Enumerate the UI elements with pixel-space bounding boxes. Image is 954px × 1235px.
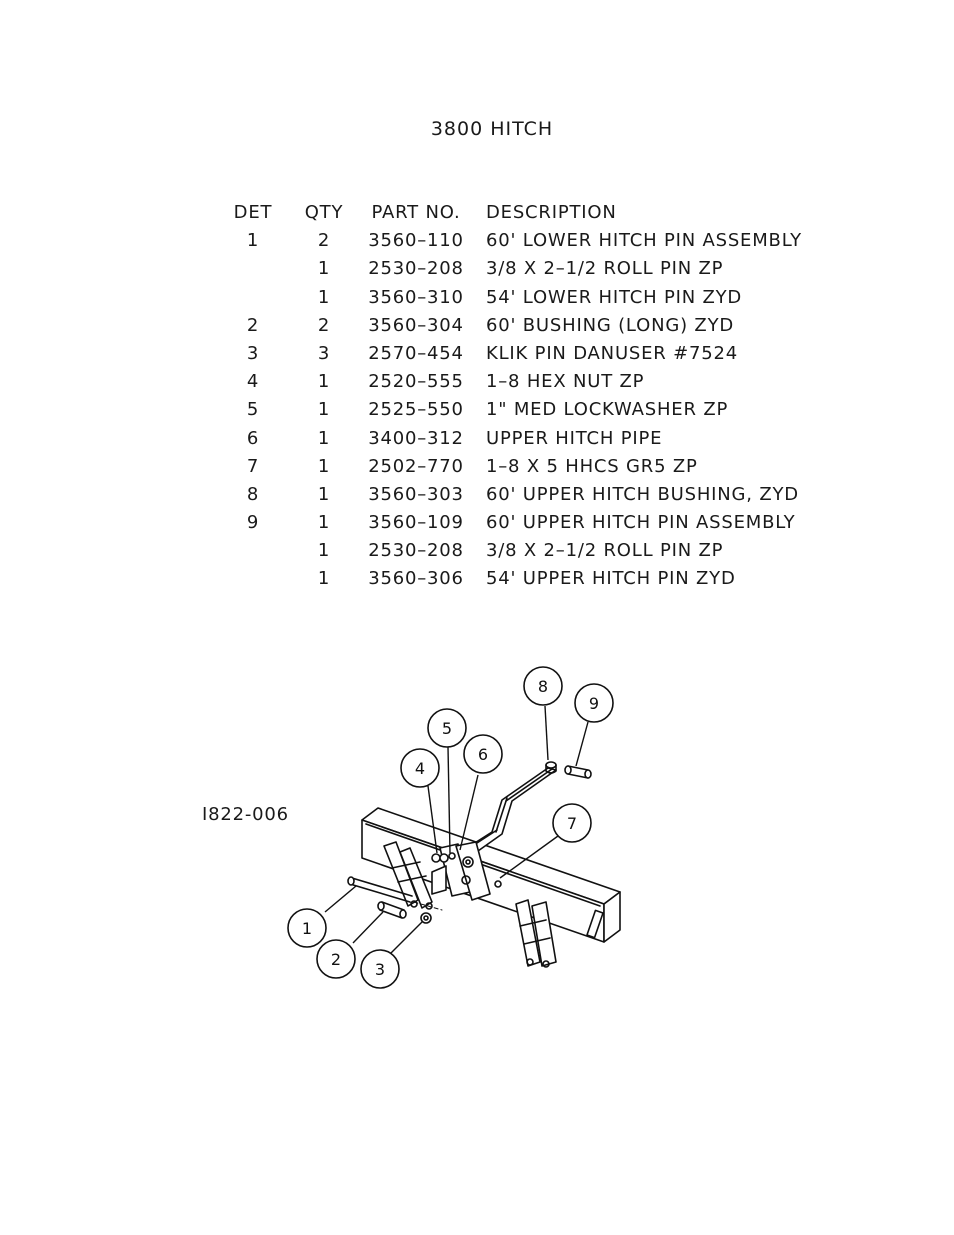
callout-7-label: 7 — [567, 814, 577, 833]
cell-qty: 2 — [317, 314, 331, 336]
left-hitch-bracket — [383, 841, 433, 910]
cell-det: 2 — [246, 314, 260, 336]
page-title: 3800 HITCH — [430, 118, 554, 140]
cell-part-no: 2570–454 — [368, 342, 464, 364]
lower-hitch-pin — [347, 876, 413, 903]
cell-det: 5 — [246, 399, 260, 421]
header-det: DET — [233, 202, 273, 223]
callout-balloons: 1 2 3 4 5 6 7 8 9 — [287, 666, 614, 989]
figure-id: I822-006 — [202, 804, 289, 825]
right-hitch-bracket — [515, 899, 557, 968]
callout-5: 5 — [427, 708, 467, 748]
cell-part-no: 3560–109 — [368, 512, 464, 534]
cell-part-no: 3560–110 — [368, 230, 464, 252]
callout-3-label: 3 — [375, 960, 385, 979]
cell-qty: 1 — [317, 568, 331, 590]
cell-det: 3 — [246, 342, 260, 364]
klik-pin — [420, 912, 432, 924]
cell-part-no: 3560–304 — [368, 314, 464, 336]
leader-lines — [324, 705, 589, 954]
cell-description: 60' BUSHING (LONG) ZYD — [486, 314, 735, 336]
cell-description: UPPER HITCH PIPE — [486, 427, 663, 449]
cell-part-no: 2530–208 — [368, 540, 464, 562]
cell-part-no: 2502–770 — [368, 455, 464, 477]
callout-8: 8 — [523, 666, 563, 706]
cell-part-no: 2525–550 — [368, 399, 464, 421]
cell-qty: 1 — [317, 286, 331, 308]
lower-bushing — [377, 901, 407, 919]
callout-4: 4 — [400, 748, 440, 788]
cell-det: 9 — [246, 512, 260, 534]
callout-6: 6 — [463, 734, 503, 774]
cell-description: 3/8 X 2–1/2 ROLL PIN ZP — [486, 258, 724, 280]
cell-qty: 2 — [317, 230, 331, 252]
cell-det: 8 — [246, 483, 260, 505]
cell-det: 4 — [246, 371, 260, 393]
fastener-stack — [431, 852, 502, 888]
callout-6-label: 6 — [478, 745, 488, 764]
cell-description: 1–8 HEX NUT ZP — [486, 371, 645, 393]
cell-description: 60' UPPER HITCH BUSHING, ZYD — [486, 483, 799, 505]
cell-qty: 1 — [317, 399, 331, 421]
callout-2: 2 — [316, 939, 356, 979]
callout-3: 3 — [360, 949, 400, 989]
cell-description: 54' LOWER HITCH PIN ZYD — [486, 286, 743, 308]
cell-part-no: 2530–208 — [368, 258, 464, 280]
callout-1: 1 — [287, 908, 327, 948]
header-qty: QTY — [304, 202, 344, 223]
cell-qty: 1 — [317, 512, 331, 534]
callout-1-label: 1 — [302, 919, 312, 938]
cell-description: 60' LOWER HITCH PIN ASSEMBLY — [486, 230, 802, 252]
cell-det: 6 — [246, 427, 260, 449]
cell-det: 1 — [246, 230, 260, 252]
cell-part-no: 3560–310 — [368, 286, 464, 308]
cell-part-no: 3400–312 — [368, 427, 464, 449]
cell-description: 54' UPPER HITCH PIN ZYD — [486, 568, 736, 590]
callout-4-label: 4 — [415, 759, 425, 778]
cell-qty: 1 — [317, 371, 331, 393]
cell-description: KLIK PIN DANUSER #7524 — [486, 342, 739, 364]
callout-5-label: 5 — [442, 719, 452, 738]
callout-9-label: 9 — [589, 694, 599, 713]
cell-part-no: 2520–555 — [368, 371, 464, 393]
cell-description: 1–8 X 5 HHCS GR5 ZP — [486, 455, 698, 477]
cell-qty: 3 — [317, 342, 331, 364]
cell-qty: 1 — [317, 427, 331, 449]
cell-description: 1" MED LOCKWASHER ZP — [486, 399, 729, 421]
cell-qty: 1 — [317, 258, 331, 280]
header-description: DESCRIPTION — [486, 202, 617, 223]
upper-hitch-pipe — [469, 767, 557, 852]
callout-9: 9 — [574, 683, 614, 723]
cell-det: 7 — [246, 455, 260, 477]
callout-2-label: 2 — [331, 950, 341, 969]
cell-qty: 1 — [317, 483, 331, 505]
cell-description: 3/8 X 2–1/2 ROLL PIN ZP — [486, 540, 724, 562]
cell-qty: 1 — [317, 455, 331, 477]
callout-8-label: 8 — [538, 677, 548, 696]
cell-description: 60' UPPER HITCH PIN ASSEMBLY — [486, 512, 796, 534]
cell-part-no: 3560–303 — [368, 483, 464, 505]
upper-bushing — [545, 761, 592, 779]
callout-7: 7 — [552, 803, 592, 843]
header-part-no: PART NO. — [371, 202, 461, 223]
cell-qty: 1 — [317, 540, 331, 562]
cell-part-no: 3560–306 — [368, 568, 464, 590]
